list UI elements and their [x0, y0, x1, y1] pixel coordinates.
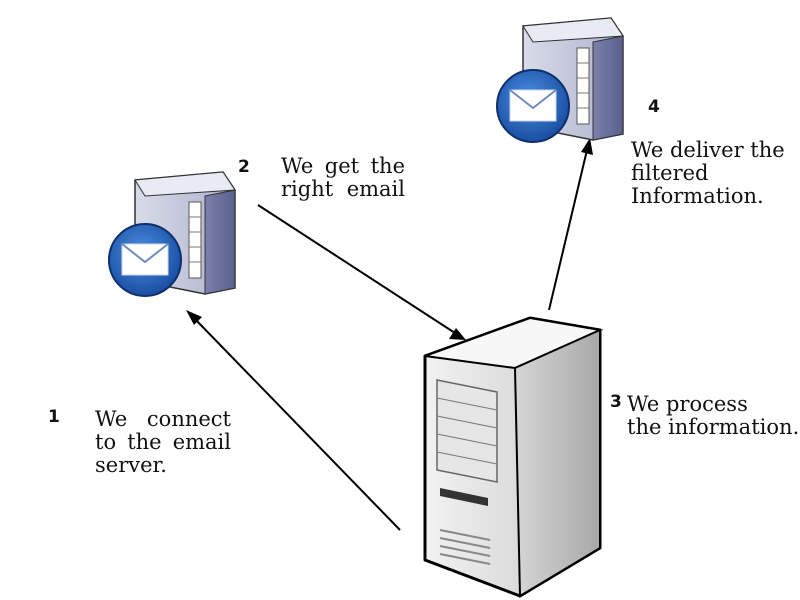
step-3-line-2: the information.: [627, 415, 800, 439]
step-2-line-1: We get the: [281, 154, 405, 178]
email-server-icon: [108, 171, 236, 297]
step-4-line-1: We deliver the: [631, 138, 785, 162]
step-3-line-1: We process: [627, 392, 748, 416]
step-2-line-2: right email: [281, 177, 405, 201]
step-4-number: 4: [648, 97, 660, 117]
processing-server-icon: [423, 316, 604, 598]
step-4-line-2: filtered: [631, 161, 709, 185]
arrow-3: [548, 138, 593, 311]
step-2-number: 2: [238, 157, 250, 177]
step-1-description: We connect to the email server.: [95, 408, 231, 477]
step-1-line-2: to the email: [95, 430, 231, 454]
step-4-description: We deliver the filtered Information.: [631, 139, 800, 208]
step-1-line-3: server.: [95, 453, 167, 477]
step-4-line-3: Information.: [631, 184, 764, 208]
delivery-server-icon: [496, 17, 624, 143]
step-1-line-1: We connect: [95, 407, 231, 431]
arrow-2: [257, 204, 466, 340]
step-3-description: We process the information.: [627, 393, 800, 439]
step-1-number: 1: [48, 407, 60, 427]
step-3-number: 3: [610, 392, 622, 412]
step-2-description: We get the right email: [281, 155, 405, 201]
arrow-1: [186, 310, 401, 531]
